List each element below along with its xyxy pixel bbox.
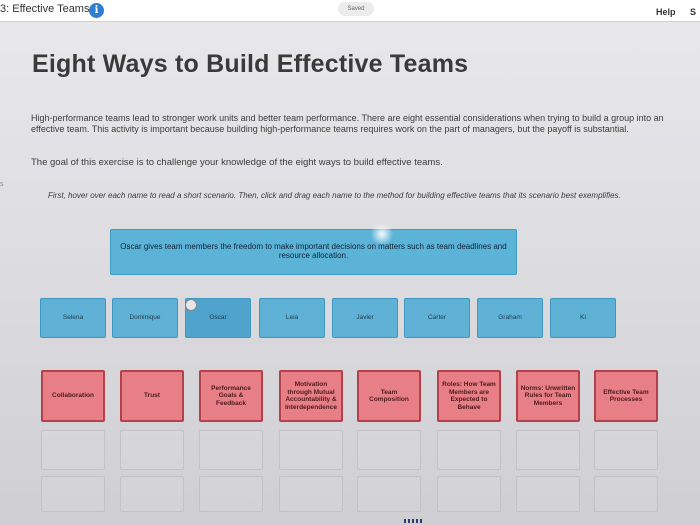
assignment-title: 3: Effective Teams — [0, 3, 90, 15]
method-box-collaboration[interactable]: Collaboration — [41, 370, 105, 422]
drop-slot[interactable] — [437, 430, 501, 470]
drop-slot[interactable] — [279, 476, 343, 512]
scroll-grip-icon[interactable] — [404, 519, 422, 523]
help-link[interactable]: Help — [656, 7, 676, 17]
info-icon[interactable]: i — [89, 3, 104, 18]
drop-slot[interactable] — [594, 476, 658, 512]
drop-slot[interactable] — [594, 430, 658, 470]
scenario-text: Oscar gives team members the freedom to … — [120, 242, 507, 260]
scenario-card: Oscar gives team members the freedom to … — [110, 224, 517, 275]
top-bar: 3: Effective Teams i Saved Help S — [0, 0, 700, 22]
method-box-team-composition[interactable]: Team Composition — [357, 370, 421, 422]
instructions-text: First, hover over each name to read a sh… — [48, 191, 621, 200]
drop-slot[interactable] — [120, 476, 184, 512]
drop-slot[interactable] — [516, 476, 580, 512]
name-chip-dominique[interactable]: Dominique — [112, 298, 178, 338]
name-chip-ki[interactable]: Ki — [550, 298, 616, 338]
drop-slot[interactable] — [279, 430, 343, 470]
name-chip-leia[interactable]: Leia — [259, 298, 325, 338]
name-chip-selena[interactable]: Selena — [40, 298, 106, 338]
page-title: Eight Ways to Build Effective Teams — [32, 50, 469, 78]
goal-paragraph: The goal of this exercise is to challeng… — [31, 157, 443, 168]
method-box-trust[interactable]: Trust — [120, 370, 184, 422]
method-box-norms[interactable]: Norms: Unwritten Rules for Team Members — [516, 370, 580, 422]
method-box-performance-goals[interactable]: Performance Goals & Feedback — [199, 370, 263, 422]
saved-status-badge: Saved — [338, 2, 374, 16]
drop-slot[interactable] — [41, 430, 105, 470]
name-chip-carter[interactable]: Carter — [404, 298, 470, 338]
method-box-team-processes[interactable]: Effective Team Processes — [594, 370, 658, 422]
highlight-glow — [369, 224, 395, 244]
method-box-roles[interactable]: Roles: How Team Members are Expected to … — [437, 370, 501, 422]
drop-slot[interactable] — [199, 430, 263, 470]
name-chip-graham[interactable]: Graham — [477, 298, 543, 338]
drop-slot[interactable] — [41, 476, 105, 512]
drop-slot[interactable] — [120, 430, 184, 470]
drop-slot[interactable] — [357, 430, 421, 470]
name-chip-javier[interactable]: Javier — [332, 298, 398, 338]
edge-mark: s — [0, 181, 4, 188]
drop-slot[interactable] — [199, 476, 263, 512]
hand-cursor-icon — [185, 299, 197, 311]
drop-slot[interactable] — [437, 476, 501, 512]
drop-slot[interactable] — [357, 476, 421, 512]
intro-paragraph: High-performance teams lead to stronger … — [31, 113, 664, 134]
method-box-motivation[interactable]: Motivation through Mutual Accountability… — [279, 370, 343, 422]
cut-off-toolbar-label: S — [690, 7, 697, 17]
drop-slot[interactable] — [516, 430, 580, 470]
